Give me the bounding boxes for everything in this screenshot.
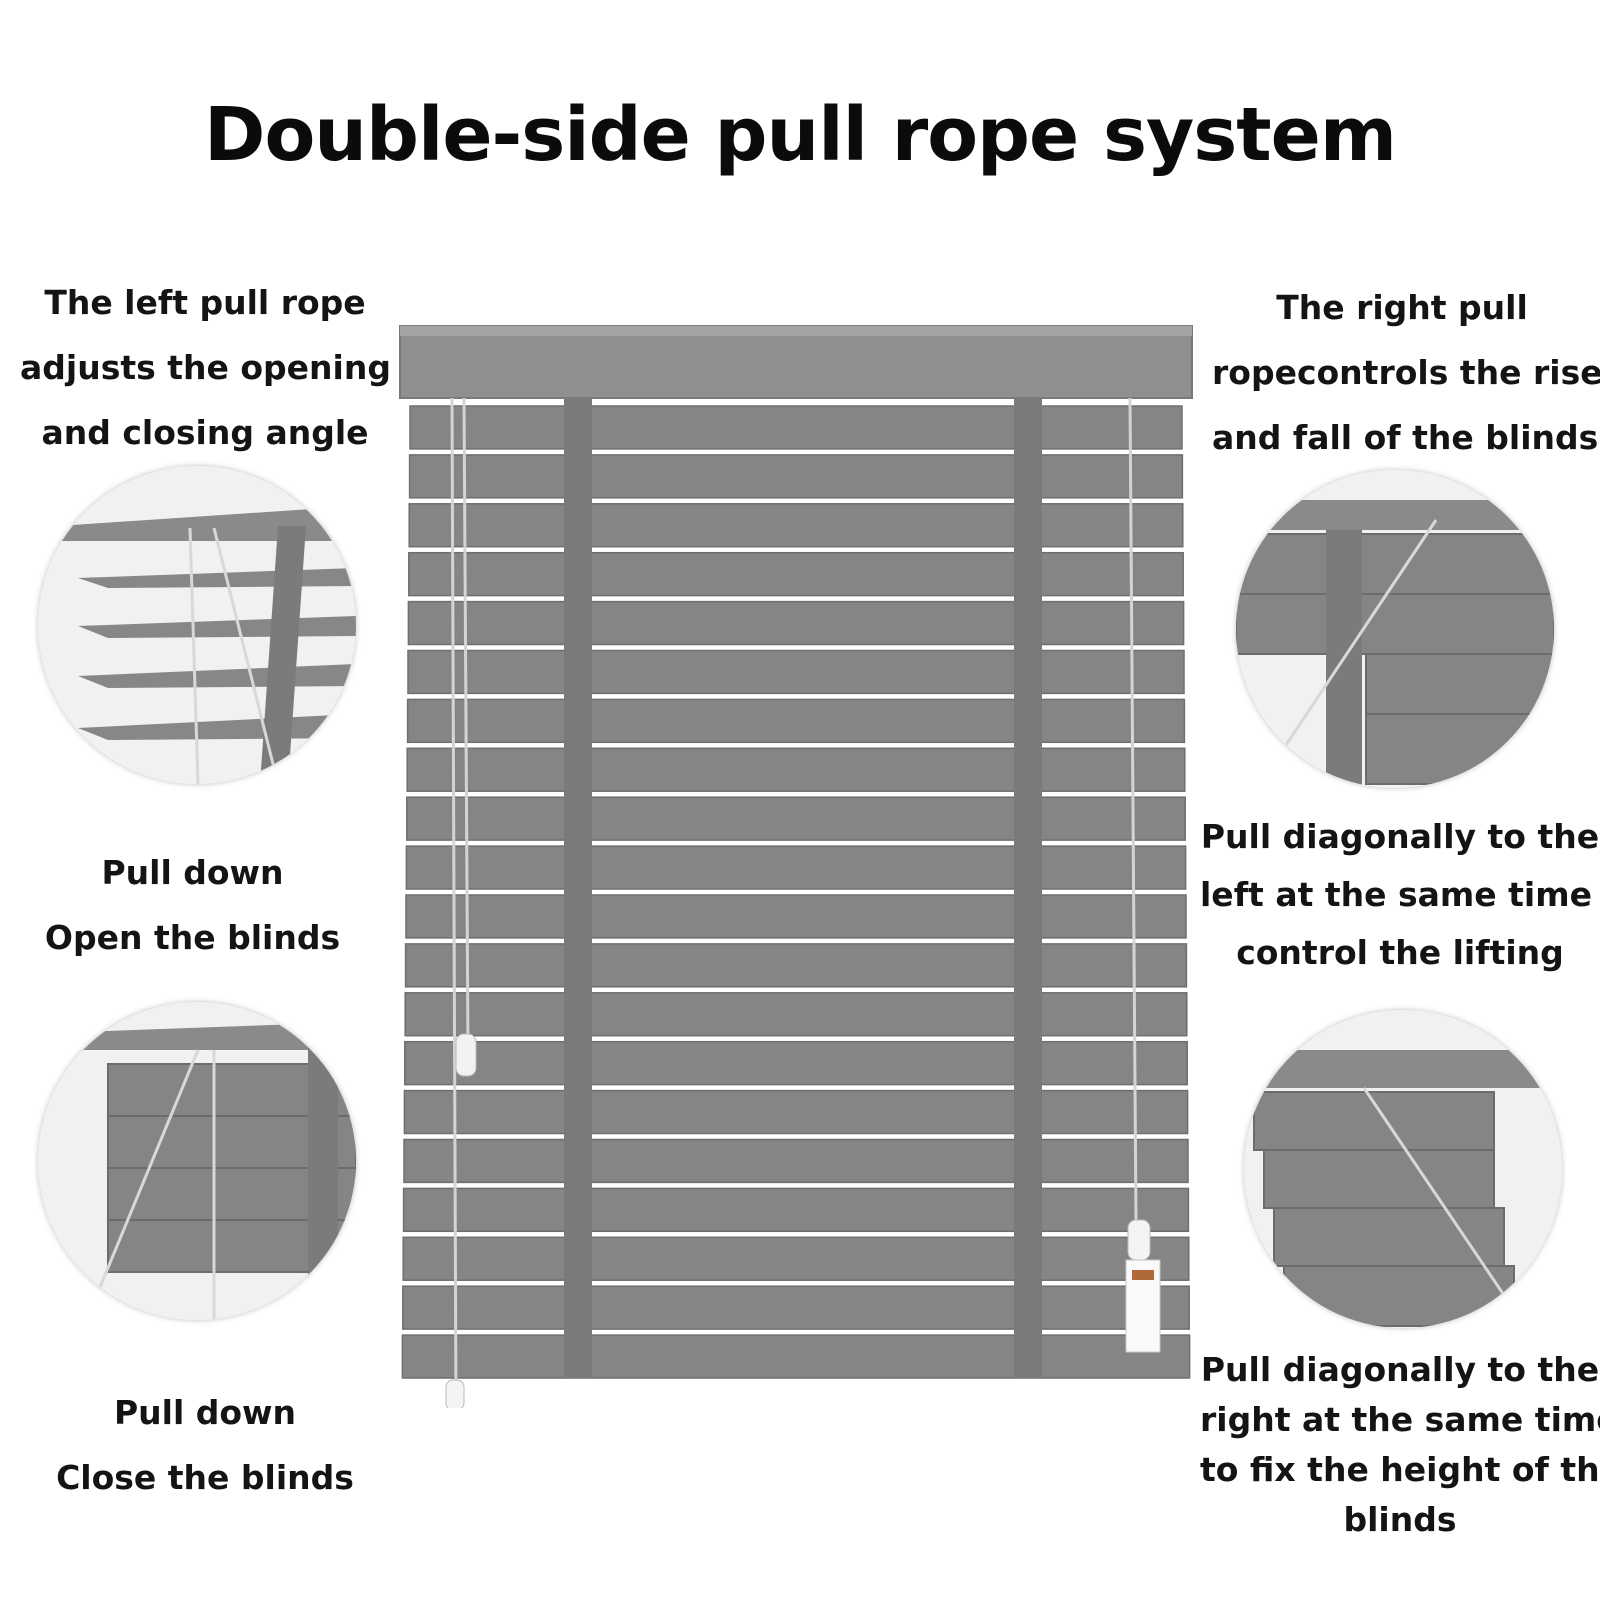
blind-slat [403, 1089, 1189, 1135]
blind-slat [409, 405, 1183, 450]
caption-line: The left pull rope [44, 283, 366, 322]
headrail [399, 325, 1193, 399]
blind-slat [404, 943, 1188, 988]
blind-slat [402, 1187, 1190, 1233]
caption-line: Close the blinds [56, 1458, 354, 1497]
right-pull-cord [1128, 397, 1138, 1223]
caption-line: adjusts the opening [20, 348, 391, 387]
blind-slat [404, 992, 1188, 1037]
blind-slat [407, 600, 1185, 646]
caption-line: right at the same time [1200, 1400, 1600, 1439]
open-blinds-detail-image [38, 466, 356, 784]
caption-line: Pull diagonally to the [1200, 817, 1600, 856]
venetian-blind-image [399, 325, 1193, 1408]
ladder-tape-left [564, 398, 592, 1378]
caption-line: left at the same time too [1200, 875, 1600, 914]
ladder-tape-right [1014, 398, 1042, 1378]
caption-line: ropecontrols the rise [1212, 353, 1600, 392]
close-blinds-detail-image [38, 1002, 356, 1320]
caption-line: The right pull [1276, 288, 1528, 327]
caption-line: to fix the height of the [1200, 1450, 1600, 1489]
fix-height-caption: Pull diagonally to the right at the same… [1200, 1345, 1600, 1545]
slats-open-illustration [38, 466, 356, 784]
close-blinds-caption: Pull down Close the blinds [20, 1380, 390, 1510]
caption-line: and closing angle [41, 413, 369, 452]
blind-slat [406, 698, 1186, 744]
blind-slat [406, 747, 1186, 792]
blind-slat [408, 551, 1184, 597]
open-blinds-caption: Pull down Open the blinds [20, 840, 365, 970]
caption-line: Pull diagonally to the [1200, 1350, 1600, 1389]
blind-slat [406, 796, 1186, 841]
blind-slat [401, 1334, 1191, 1379]
lift-left-detail-image [1236, 470, 1554, 788]
left-rope-description: The left pull rope adjusts the opening a… [20, 270, 391, 465]
slats-closed-illustration [38, 1002, 356, 1320]
blind-slat [408, 454, 1184, 499]
left-cord-tassel [445, 1379, 465, 1408]
fix-height-illustration [1244, 1010, 1562, 1328]
slats-group [401, 405, 1191, 1379]
blind-slat [402, 1236, 1190, 1281]
tilt-cord-tassel [455, 1033, 477, 1077]
right-rope-description: The right pull ropecontrols the rise and… [1212, 275, 1600, 470]
caption-line: Open the blinds [44, 918, 341, 957]
blind-slat [407, 649, 1185, 695]
caption-line: Pull down [113, 1393, 297, 1432]
fix-height-detail-image [1244, 1010, 1562, 1328]
lift-cord-tassel [1127, 1219, 1151, 1261]
blind-slat [402, 1285, 1190, 1330]
left-pull-cord [450, 397, 458, 1408]
blind-slat [403, 1138, 1189, 1184]
blind-slat [405, 845, 1187, 890]
page-title: Double-side pull rope system [204, 92, 1397, 178]
blind-slat [408, 503, 1184, 548]
caption-line: and fall of the blinds [1212, 418, 1599, 457]
blind-slat [405, 894, 1187, 939]
caption-line: blinds [1343, 1500, 1457, 1539]
lift-left-caption: Pull diagonally to the left at the same … [1200, 808, 1600, 982]
caption-line: control the lifting [1236, 933, 1564, 972]
blind-slat [404, 1040, 1188, 1086]
caption-line: Pull down [101, 853, 284, 892]
lift-left-illustration [1236, 470, 1554, 788]
